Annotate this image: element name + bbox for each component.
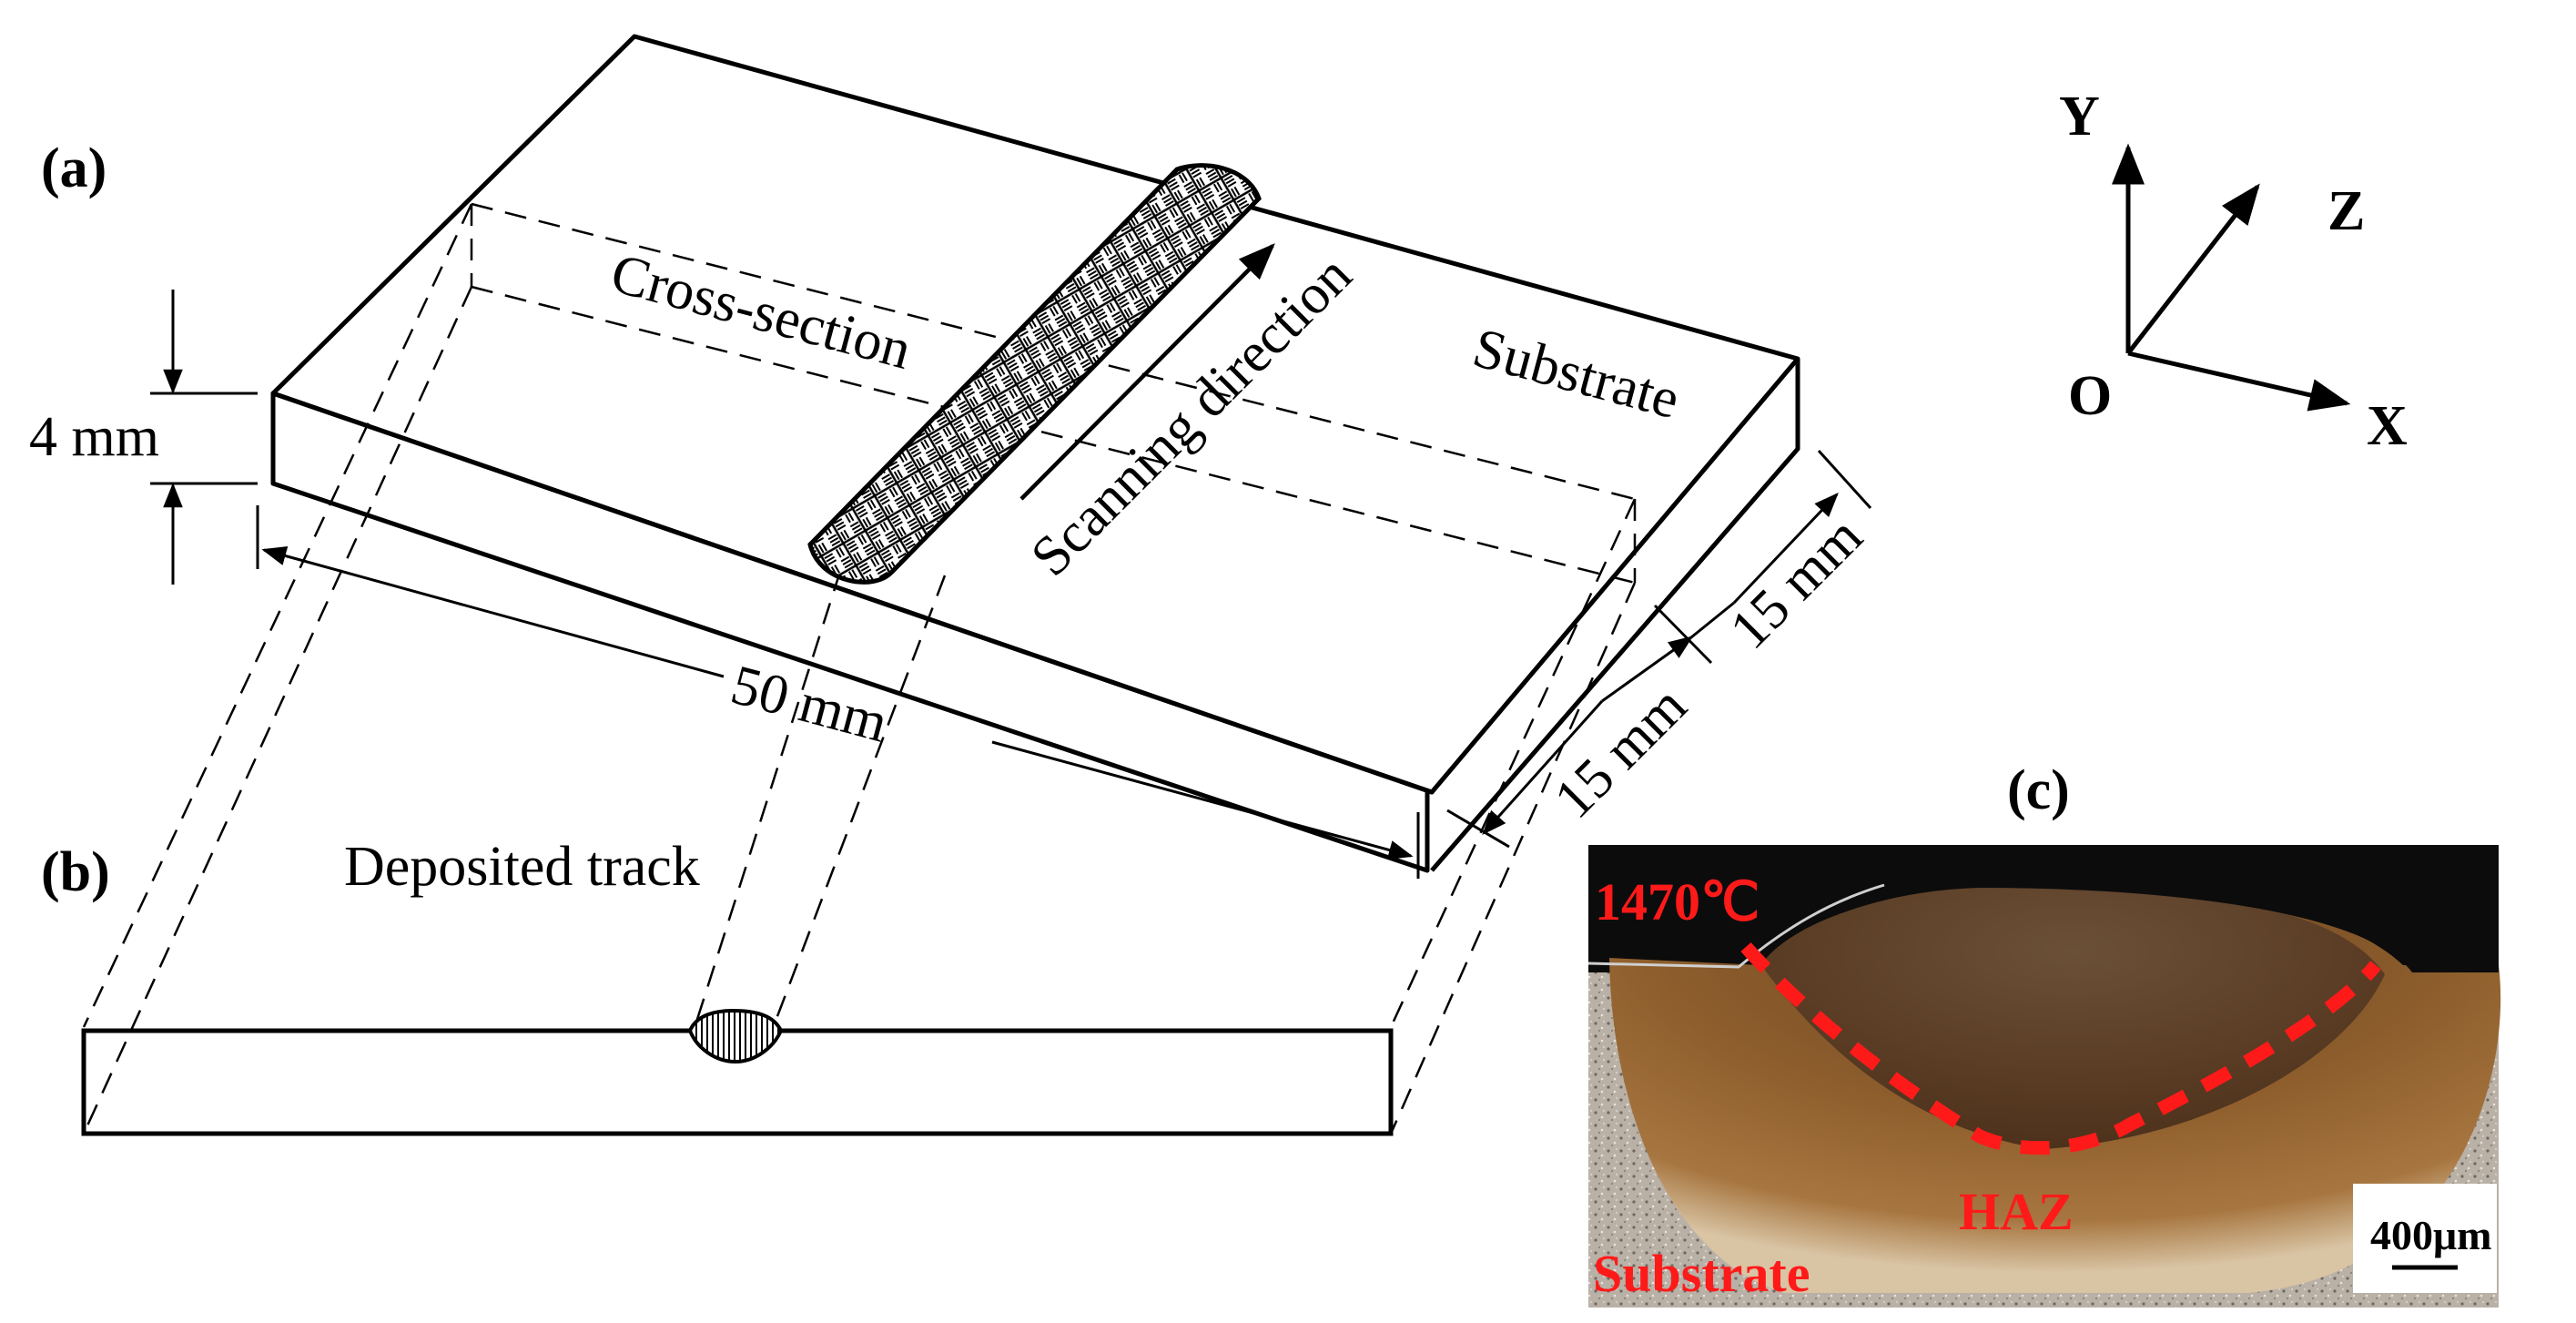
- axis-origin-label: O: [2068, 365, 2112, 427]
- x-axis-arrow: [2127, 351, 2351, 412]
- scale-bar-label: 400μm: [2370, 1212, 2491, 1258]
- coordinate-axes: [2112, 143, 2351, 412]
- scale-bar-box: [2353, 1184, 2497, 1293]
- haz-label: HAZ: [1959, 1182, 2074, 1241]
- width-dimensions: [1446, 449, 1872, 849]
- width-label-front: 15 mm: [1543, 675, 1699, 830]
- thickness-label: 4 mm: [29, 406, 159, 468]
- thickness-dimension: [150, 290, 258, 585]
- deposited-track-label: Deposited track: [344, 836, 700, 898]
- temperature-label: 1470℃: [1595, 872, 1760, 931]
- panel-label-c: (c): [2007, 759, 2070, 821]
- width-label-back: 15 mm: [1719, 505, 1874, 661]
- micro-substrate-label: Substrate: [1593, 1244, 1810, 1303]
- substrate-right-edge: [1430, 359, 1800, 872]
- axis-x-label: X: [2367, 395, 2408, 457]
- z-axis-arrow: [2126, 183, 2260, 355]
- micrograph: [1587, 845, 2501, 1308]
- substrate-block: [270, 34, 1800, 873]
- length-dimension: [256, 505, 1420, 879]
- substrate-front-face: [270, 391, 1435, 795]
- substrate-front-edge: [270, 393, 1430, 873]
- length-label: 50 mm: [725, 654, 894, 755]
- deposited-track-3d: [807, 163, 1262, 585]
- deposited-track-section: [687, 1008, 784, 1064]
- panel-label-a: (a): [41, 137, 106, 199]
- panel-label-b: (b): [41, 841, 110, 903]
- axis-y-label: Y: [2059, 86, 2100, 148]
- scanning-direction-arrow: [1019, 243, 1275, 501]
- axis-z-label: Z: [2328, 180, 2365, 242]
